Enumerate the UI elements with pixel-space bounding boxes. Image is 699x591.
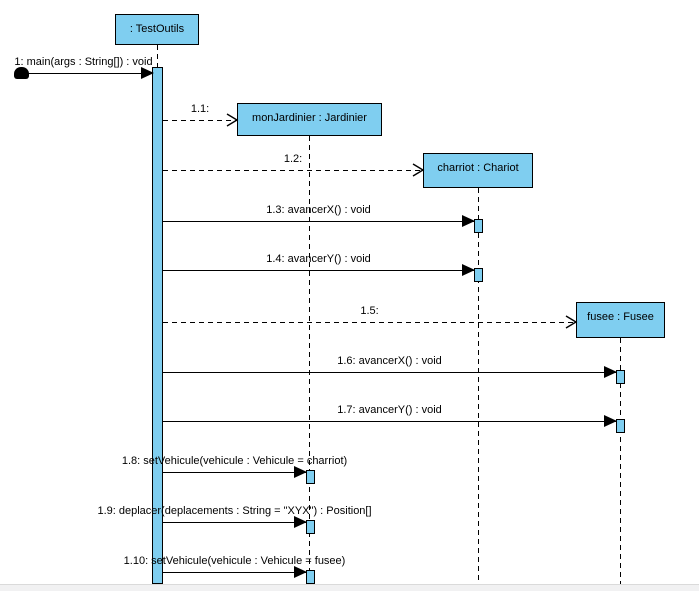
message-line bbox=[163, 372, 616, 373]
message-label: 1.2: bbox=[283, 153, 303, 165]
message-line bbox=[163, 221, 474, 222]
object-label: : TestOutils bbox=[129, 23, 185, 35]
arrowhead-open-icon bbox=[412, 163, 425, 177]
activation-bar-charriot-1[interactable] bbox=[474, 219, 483, 233]
activation-bar-monjardinier-3[interactable] bbox=[306, 570, 315, 584]
lifeline-fusee bbox=[620, 338, 621, 584]
arrowhead-filled-icon bbox=[294, 466, 307, 478]
message-line bbox=[163, 120, 237, 121]
lifeline-testoutils bbox=[157, 45, 158, 67]
activation-bar-testoutils[interactable] bbox=[152, 67, 163, 584]
message-label: 1: main(args : String[]) : void bbox=[14, 56, 153, 68]
message-line bbox=[163, 472, 306, 473]
message-label: 1.7: avancerY() : void bbox=[337, 404, 442, 416]
window-bottom-edge bbox=[0, 584, 699, 591]
object-box-testoutils[interactable]: : TestOutils bbox=[115, 14, 199, 45]
arrowhead-filled-icon bbox=[462, 264, 475, 276]
message-label: 1.5: bbox=[360, 305, 379, 317]
activation-bar-fusee-1[interactable] bbox=[616, 370, 625, 384]
message-line bbox=[163, 322, 576, 323]
message-label: 1.6: avancerX() : void bbox=[337, 355, 442, 367]
message-label: 1.3: avancerX() : void bbox=[266, 204, 371, 216]
message-label: 1.1: bbox=[190, 103, 210, 115]
arrowhead-open-icon bbox=[565, 315, 578, 329]
message-line bbox=[163, 522, 306, 523]
object-label: fusee : Fusee bbox=[587, 311, 654, 323]
object-label: charriot : Chariot bbox=[437, 162, 519, 174]
message-label: 1.9: deplacer(deplacements : String = "X… bbox=[97, 505, 372, 517]
message-label: 1.4: avancerY() : void bbox=[266, 253, 371, 265]
arrowhead-filled-icon bbox=[604, 415, 617, 427]
message-line bbox=[163, 270, 474, 271]
lifeline-monjardinier bbox=[309, 136, 310, 584]
message-label: 1.8: setVehicule(vehicule : Vehicule = c… bbox=[121, 455, 348, 467]
activation-bar-monjardinier-1[interactable] bbox=[306, 470, 315, 484]
activation-bar-monjardinier-2[interactable] bbox=[306, 520, 315, 534]
object-box-monjardinier[interactable]: monJardinier : Jardinier bbox=[237, 103, 382, 136]
object-box-fusee[interactable]: fusee : Fusee bbox=[576, 302, 665, 338]
arrowhead-filled-icon bbox=[294, 566, 307, 578]
arrowhead-filled-icon bbox=[141, 67, 154, 79]
arrowhead-filled-icon bbox=[462, 215, 475, 227]
lifeline-charriot bbox=[478, 188, 479, 584]
arrowhead-filled-icon bbox=[294, 516, 307, 528]
message-line bbox=[163, 421, 616, 422]
activation-bar-fusee-2[interactable] bbox=[616, 419, 625, 433]
message-line bbox=[163, 572, 306, 573]
arrowhead-filled-icon bbox=[604, 366, 617, 378]
object-label: monJardinier : Jardinier bbox=[252, 112, 367, 124]
message-line bbox=[21, 73, 153, 74]
arrowhead-open-icon bbox=[226, 113, 239, 127]
message-label: 1.10: setVehicule(vehicule : Vehicule = … bbox=[123, 555, 346, 567]
object-box-charriot[interactable]: charriot : Chariot bbox=[423, 153, 533, 188]
message-line bbox=[163, 170, 423, 171]
activation-bar-charriot-2[interactable] bbox=[474, 268, 483, 282]
